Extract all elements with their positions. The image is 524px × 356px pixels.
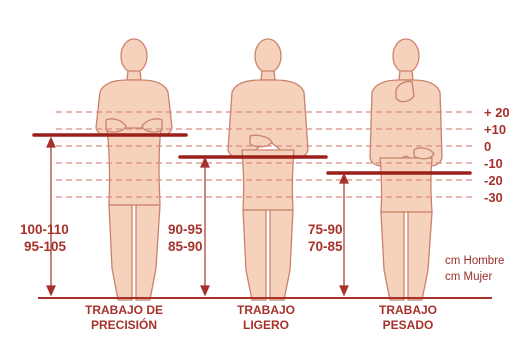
dimension-precision xyxy=(47,138,55,295)
level-label-plus-10: +10 xyxy=(484,122,506,137)
range-labels-light: 90-95 85-90 xyxy=(168,222,203,254)
caption-light: TRABAJO LIGERO xyxy=(237,303,295,332)
range-women-light: 85-90 xyxy=(168,239,203,254)
range-men-heavy: 75-90 xyxy=(308,222,343,237)
range-labels-precision: 100-110 95-105 xyxy=(20,222,69,254)
figure-heavy-work xyxy=(370,39,442,300)
caption-precision-line-1: TRABAJO DE xyxy=(85,303,163,317)
caption-heavy-line-1: TRABAJO xyxy=(379,303,437,317)
caption-light-line-2: LIGERO xyxy=(243,318,289,332)
range-men-light: 90-95 xyxy=(168,222,203,237)
level-label-minus-10: -10 xyxy=(484,156,503,171)
figure-light-work xyxy=(228,39,308,300)
level-label-minus-30: -30 xyxy=(484,190,503,205)
level-label-minus-20: -20 xyxy=(484,173,503,188)
caption-light-line-1: TRABAJO xyxy=(237,303,295,317)
caption-precision: TRABAJO DE PRECISIÓN xyxy=(85,303,163,332)
range-women-precision: 95-105 xyxy=(24,239,67,254)
legend-men: cm Hombre xyxy=(445,255,504,267)
legend: cm Hombre cm Mujer xyxy=(445,255,504,283)
level-label-0: 0 xyxy=(484,139,491,154)
caption-heavy: TRABAJO PESADO xyxy=(379,303,437,332)
caption-heavy-line-2: PESADO xyxy=(383,318,434,332)
range-women-heavy: 70-85 xyxy=(308,239,343,254)
range-men-precision: 100-110 xyxy=(20,222,69,237)
legend-women: cm Mujer xyxy=(445,271,492,283)
level-labels: + 20 +10 0 -10 -20 -30 xyxy=(484,105,510,205)
figure-precision-work xyxy=(96,39,172,300)
level-label-plus-20: + 20 xyxy=(484,105,510,120)
range-labels-heavy: 75-90 70-85 xyxy=(308,222,343,254)
dimension-lines xyxy=(47,138,348,295)
caption-precision-line-2: PRECISIÓN xyxy=(91,317,157,332)
